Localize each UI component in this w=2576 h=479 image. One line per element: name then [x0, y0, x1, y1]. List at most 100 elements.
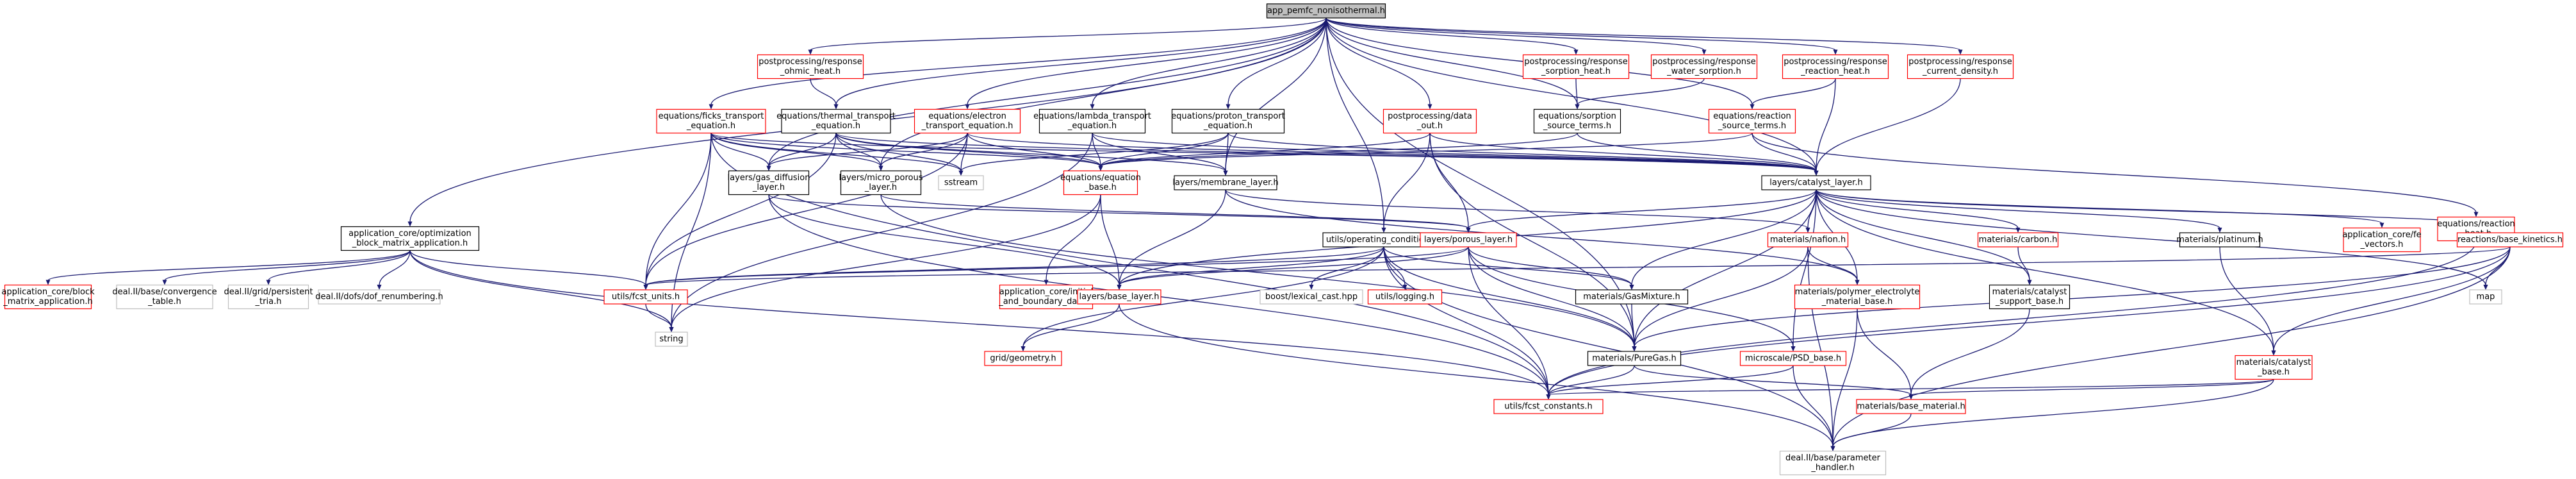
node-op-cond[interactable]: utils/operating_conditions.h: [1322, 232, 1445, 248]
edge-arrowhead: [1098, 165, 1103, 171]
node-carbon[interactable]: materials/carbon.h: [1977, 232, 2059, 248]
dependency-edge: [960, 133, 1229, 172]
node-base-kinetics[interactable]: reactions/base_kinetics.h: [2456, 232, 2564, 248]
node-label: postprocessing/response: [1524, 57, 1628, 67]
edge-arrowhead: [1402, 285, 1407, 290]
node-initial-bc[interactable]: application_core/initial_and_boundary_da…: [998, 284, 1094, 310]
node-electron[interactable]: equations/electron_transport_equation.h: [914, 108, 1021, 134]
node-sstream: sstream: [938, 175, 984, 190]
dependency-edge: [880, 194, 1635, 348]
node-label: deal.II/base/parameter: [1785, 453, 1881, 463]
node-opt-block[interactable]: application_core/optimization_block_matr…: [340, 226, 480, 251]
dependency-edge: [645, 246, 1469, 286]
node-mpl[interactable]: layers/micro_porous_layer.h: [839, 170, 923, 196]
node-box: [116, 284, 213, 310]
node-nafion[interactable]: materials/nafion.h: [1767, 232, 1849, 248]
node-catalyst-support[interactable]: materials/catalyst_support_base.h: [1989, 284, 2071, 310]
dependency-edge: [835, 133, 882, 167]
dependency-edge: [1752, 133, 2477, 213]
dependency-edge: [1325, 17, 1705, 51]
dependency-edge: [768, 17, 1327, 167]
edge-arrowhead: [45, 280, 51, 285]
node-eq-base[interactable]: equations/equation_base.h: [1060, 170, 1141, 196]
dependency-edge: [1832, 246, 2511, 447]
dependency-edge: [1910, 308, 2030, 396]
node-pp-ohmic[interactable]: postprocessing/response_ohmic_heat.h: [757, 54, 864, 80]
node-pp-data-out[interactable]: postprocessing/data_out.h: [1382, 108, 1477, 134]
node-label: utils/fcst_units.h: [612, 292, 680, 302]
node-label: _sorption_heat.h: [1541, 67, 1611, 76]
dependency-edge: [967, 17, 1327, 105]
node-membrane[interactable]: layers/membrane_layer.h: [1172, 175, 1279, 190]
dependency-edge: [768, 133, 837, 167]
node-fe-vectors[interactable]: application_core/fe_vectors.h: [2342, 227, 2422, 253]
node-pp-sorption-heat[interactable]: postprocessing/response_sorption_heat.h: [1522, 54, 1630, 80]
node-label: layers/base_layer.h: [1079, 292, 1159, 302]
dependency-edge: [1634, 365, 1912, 396]
node-label: equations/equation: [1060, 173, 1141, 183]
node-label: materials/GasMixture.h: [1583, 292, 1680, 302]
node-ficks[interactable]: equations/ficks_transport_equation.h: [656, 108, 766, 134]
edge-arrowhead: [1381, 228, 1386, 233]
edge-arrowhead: [2379, 223, 2384, 228]
dependency-edge: [2017, 246, 2030, 281]
node-label: application_core/initial: [999, 287, 1094, 297]
node-thermal[interactable]: equations/thermal_transport_equation.h: [776, 108, 896, 134]
node-catalyst-base[interactable]: materials/catalyst_base.h: [2235, 355, 2313, 380]
node-pp-reaction-heat[interactable]: postprocessing/response_reaction_heat.h: [1782, 54, 1889, 80]
node-psd-base[interactable]: microscale/PSD_base.h: [1739, 351, 1847, 366]
dependency-edge: [835, 17, 1327, 105]
dependency-edge: [645, 133, 712, 286]
node-root: app_pemfc_nonisothermal.h: [1266, 3, 1386, 19]
node-box: [984, 351, 1062, 366]
dependency-edge: [1429, 133, 1635, 348]
edge-arrowhead: [1021, 346, 1026, 351]
dependency-edge: [645, 133, 837, 286]
dependency-edge: [2219, 246, 2274, 351]
node-base-material[interactable]: materials/base_material.h: [1856, 399, 1966, 414]
node-label: materials/carbon.h: [1979, 235, 2058, 245]
node-pp-current-density[interactable]: postprocessing/response_current_density.…: [1907, 54, 2014, 80]
edge-arrowhead: [643, 285, 648, 290]
node-pp-water-sorption[interactable]: postprocessing/response_water_sorption.h: [1650, 54, 1758, 80]
node-reaction-src[interactable]: equations/reaction_source_terms.h: [1708, 108, 1796, 134]
node-platinum[interactable]: materials/platinum.h: [2176, 232, 2263, 248]
node-label: map: [2477, 292, 2495, 302]
node-label: string: [659, 335, 683, 344]
node-label: _water_sorption.h: [1666, 67, 1741, 76]
node-proton[interactable]: equations/proton_transport_equation.h: [1171, 108, 1285, 134]
node-label: postprocessing/response: [1908, 57, 2012, 67]
node-box: [1575, 289, 1689, 305]
node-gdl[interactable]: layers/gas_diffusion_layer.h: [728, 170, 810, 196]
node-polymer-base[interactable]: materials/polymer_electrolyte_material_b…: [1794, 284, 1921, 310]
node-sorption-src[interactable]: equations/sorption_source_terms.h: [1533, 108, 1621, 134]
node-lambda[interactable]: equations/lambda_transport_equation.h: [1033, 108, 1151, 134]
node-gas-mixture[interactable]: materials/GasMixture.h: [1575, 289, 1689, 305]
dependency-edge: [1100, 194, 1120, 286]
node-label: application_core/block: [1, 287, 95, 297]
edge-arrowhead: [958, 171, 964, 176]
node-fcst-constants[interactable]: utils/fcst_constants.h: [1493, 399, 1604, 414]
node-label: utils/logging.h: [1375, 292, 1434, 302]
dependency-edge: [1752, 133, 1817, 172]
edge-arrowhead: [833, 104, 839, 110]
node-box: [1779, 450, 1887, 476]
dependency-edge: [1575, 78, 1578, 105]
node-logging[interactable]: utils/logging.h: [1367, 289, 1443, 305]
dependency-edge: [1383, 133, 1431, 229]
node-base-layer[interactable]: layers/base_layer.h: [1077, 289, 1161, 305]
node-porous[interactable]: layers/porous_layer.h: [1420, 232, 1517, 248]
node-catalyst-layer[interactable]: layers/catalyst_layer.h: [1761, 175, 1871, 190]
node-fcst-units[interactable]: utils/fcst_units.h: [603, 289, 688, 305]
dependency-edge: [1548, 378, 2274, 396]
dependency-edge: [1100, 133, 1229, 167]
dependency-edge: [1807, 246, 1858, 281]
node-box: [757, 54, 864, 80]
dependency-edge: [1816, 189, 2486, 286]
node-label: boost/lexical_cast.hpp: [1265, 292, 1358, 302]
node-box: [2235, 355, 2313, 380]
node-pure-gas[interactable]: materials/PureGas.h: [1587, 351, 1682, 366]
dependency-edge: [1383, 246, 1632, 286]
node-geometry[interactable]: grid/geometry.h: [984, 351, 1062, 366]
node-app-block[interactable]: application_core/block_matrix_applicatio…: [1, 284, 95, 310]
